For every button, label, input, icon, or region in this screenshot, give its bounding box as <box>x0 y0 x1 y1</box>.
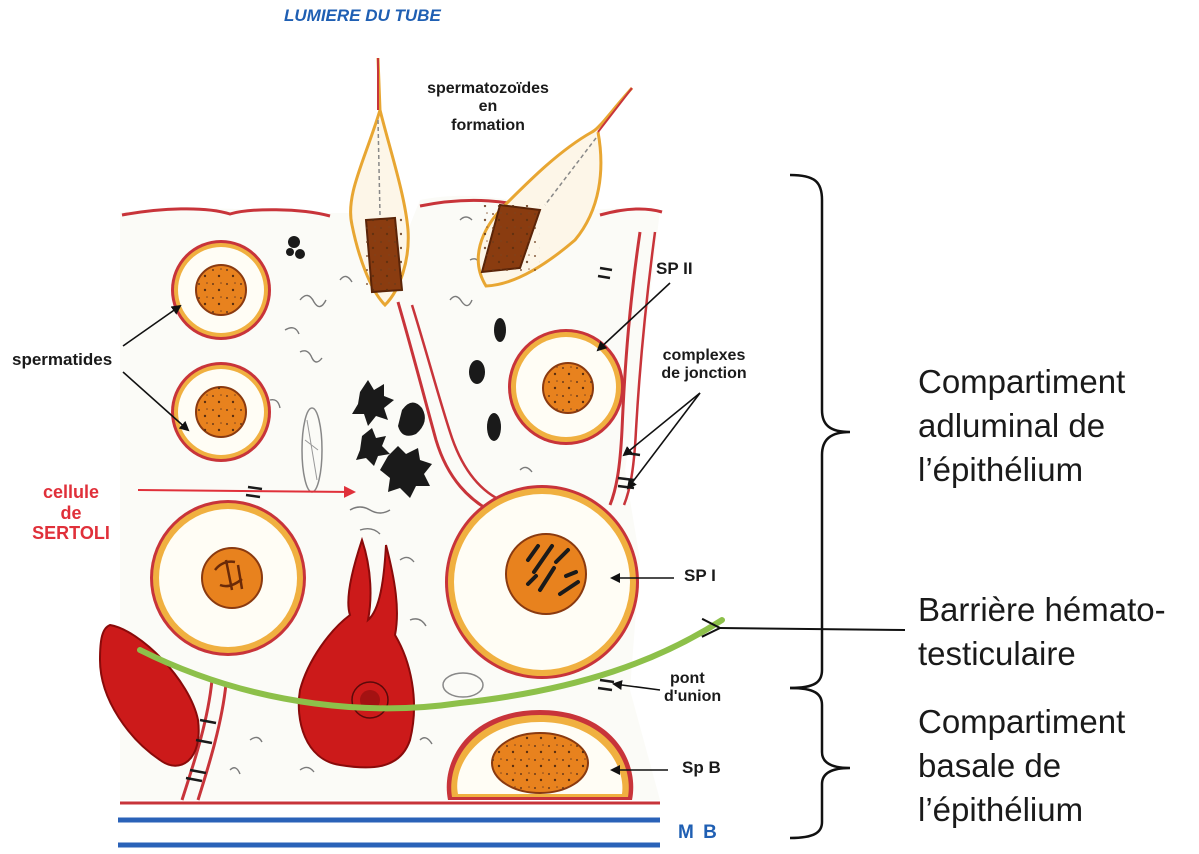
lumen-label: LUMIERE DU TUBE <box>284 6 441 26</box>
primary-spermatocyte <box>445 485 639 679</box>
basal-line1: Compartiment <box>918 700 1125 744</box>
bridge-label-line2: d'union <box>664 688 721 706</box>
spermatocyte-left <box>150 500 306 656</box>
basement-membrane-label: M B <box>678 822 719 844</box>
bridge-label-line1: pont <box>664 670 721 688</box>
sertoli-label-line2: de <box>22 503 120 524</box>
sertoli-label-line1: cellule <box>22 482 120 503</box>
barrier-annotation: Barrière hémato- testiculaire <box>918 588 1166 676</box>
basal-compartment-annotation: Compartiment basale de l’épithélium <box>918 700 1125 832</box>
sertoli-label-line3: SERTOLI <box>22 523 120 544</box>
spermatid-upper <box>171 240 271 340</box>
spermatozoa-label-line2: en <box>400 98 576 116</box>
bridge-label: pont d'union <box>664 670 721 707</box>
spermatid-lower <box>171 362 271 462</box>
adluminal-line2: adluminal de <box>918 404 1125 448</box>
spermatozoa-label-line3: formation <box>400 117 576 135</box>
basement-membrane <box>118 803 660 845</box>
sertoli-label: cellule de SERTOLI <box>22 482 120 544</box>
adluminal-line1: Compartiment <box>918 360 1125 404</box>
barrier-line2: testiculaire <box>918 632 1166 676</box>
spermatids-label: spermatides <box>12 350 112 370</box>
spermatozoa-label-line1: spermatozoïdes <box>400 80 576 98</box>
basal-brace <box>790 688 850 838</box>
spb-label: Sp B <box>682 758 721 778</box>
adluminal-line3: l’épithélium <box>918 448 1125 492</box>
spermatozoa-label: spermatozoïdes en formation <box>400 80 576 135</box>
junction-complexes-label: complexes de jonction <box>646 347 762 384</box>
basal-line2: basale de <box>918 744 1125 788</box>
barrier-line1: Barrière hémato- <box>918 588 1166 632</box>
adluminal-compartment-annotation: Compartiment adluminal de l’épithélium <box>918 360 1125 492</box>
sp1-label: SP I <box>684 566 716 586</box>
junction-label-line1: complexes <box>646 347 762 365</box>
barrier-arrow <box>720 628 905 630</box>
junction-label-line2: de jonction <box>646 365 762 383</box>
secondary-spermatocyte <box>508 329 624 445</box>
adluminal-brace <box>790 175 850 688</box>
sp2-label: SP II <box>656 259 693 279</box>
basal-line3: l’épithélium <box>918 788 1125 832</box>
